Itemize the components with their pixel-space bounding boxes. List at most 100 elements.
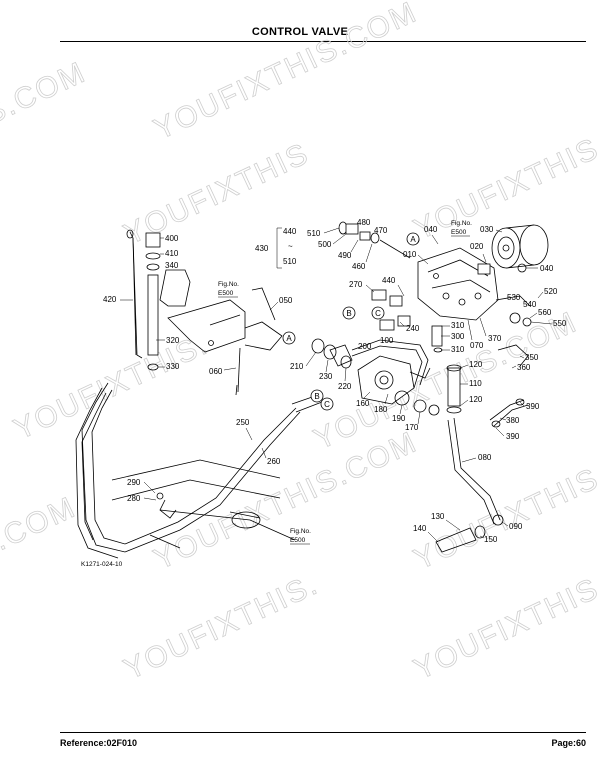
part-label: 210 bbox=[290, 362, 304, 371]
part-label: 180 bbox=[374, 405, 388, 414]
part-label: 050 bbox=[279, 296, 293, 305]
part-label: 370 bbox=[488, 334, 502, 343]
part-label: 390 bbox=[506, 432, 520, 441]
part-label: 240 bbox=[406, 324, 420, 333]
part-label: 060 bbox=[209, 367, 223, 376]
range-tilde: ~ bbox=[288, 242, 293, 251]
callout-circle-a bbox=[406, 232, 420, 246]
part-label: 320 bbox=[166, 336, 180, 345]
control-valve-body bbox=[417, 247, 499, 321]
pipe-080 bbox=[435, 364, 504, 553]
part-label: 170 bbox=[405, 423, 419, 432]
part-label: 010 bbox=[403, 250, 417, 259]
part-label: 110 bbox=[469, 379, 482, 388]
part-label: 360 bbox=[517, 363, 531, 372]
range-ref: 430 bbox=[255, 244, 269, 253]
part-label: 530 bbox=[507, 293, 521, 302]
part-label: 190 bbox=[392, 414, 406, 423]
rear-housing bbox=[111, 459, 296, 549]
pipe-380 bbox=[489, 344, 529, 428]
part-label: 100 bbox=[380, 336, 394, 345]
part-label: 280 bbox=[127, 494, 141, 503]
fig-ref-number: E500 bbox=[218, 290, 234, 297]
part-label: 070 bbox=[470, 341, 484, 350]
watermark: YOUFIXTHIS.COM bbox=[149, 0, 422, 146]
range-bracket: 440 ~ 510 430 bbox=[255, 227, 297, 269]
gear-pump bbox=[329, 344, 431, 405]
fig-ref-number: E500 bbox=[451, 229, 467, 236]
part-label: 120 bbox=[469, 360, 483, 369]
figure-code: K1271-024-10 bbox=[81, 561, 123, 568]
top-fittings bbox=[338, 221, 420, 259]
watermark: YOUFIXTHIS. bbox=[119, 568, 324, 687]
watermark-layer: S.COM YOUFIXTHIS.COM YOUFIXTHIS YOUFIXTH… bbox=[0, 0, 600, 687]
part-label: 030 bbox=[480, 225, 494, 234]
range-to: 510 bbox=[283, 257, 297, 266]
part-label: 400 bbox=[165, 234, 179, 243]
fig-ref-label: Fig.No. bbox=[290, 528, 311, 535]
footer-divider bbox=[60, 732, 586, 733]
pipe-100 bbox=[351, 339, 429, 389]
figure-references: Fig.No. E500 Fig.No. E500 Fig.No. E500 bbox=[218, 220, 472, 545]
part-label: 160 bbox=[356, 399, 370, 408]
watermark: YOUFIXTHIS. bbox=[9, 328, 214, 447]
pump-fittings bbox=[311, 338, 440, 416]
reference-number: Reference:02F010 bbox=[60, 738, 138, 748]
part-label: 150 bbox=[484, 535, 498, 544]
part-label: 350 bbox=[525, 353, 539, 362]
part-label: 390 bbox=[526, 402, 540, 411]
callout-letter: A bbox=[286, 334, 292, 343]
part-label: 500 bbox=[318, 240, 332, 249]
part-label: 230 bbox=[319, 372, 333, 381]
middle-fittings bbox=[371, 289, 443, 353]
part-label: 470 bbox=[374, 226, 388, 235]
part-label: 090 bbox=[509, 522, 523, 531]
callout-letter: B bbox=[314, 392, 319, 401]
part-label: 420 bbox=[103, 295, 117, 304]
watermark: YOUFIXTHIS.COM bbox=[309, 305, 582, 456]
part-label: 490 bbox=[338, 251, 352, 260]
part-label: 330 bbox=[166, 362, 180, 371]
callout-letter: C bbox=[324, 400, 330, 409]
callout-circles: A A B C B C bbox=[282, 232, 420, 411]
part-label: 270 bbox=[349, 280, 363, 289]
part-label: 310 bbox=[451, 321, 465, 330]
watermark: S.COM bbox=[0, 491, 81, 567]
part-label: 200 bbox=[358, 342, 372, 351]
fig-ref-label: Fig.No. bbox=[218, 281, 239, 288]
fig-ref-label: Fig.No. bbox=[451, 220, 472, 227]
part-label: 220 bbox=[338, 382, 352, 391]
part-label: 520 bbox=[544, 287, 558, 296]
part-label: 460 bbox=[352, 262, 366, 271]
part-label: 080 bbox=[478, 453, 492, 462]
part-label: 260 bbox=[267, 457, 281, 466]
part-label: 290 bbox=[127, 478, 141, 487]
part-label: 020 bbox=[470, 242, 484, 251]
part-label: 510 bbox=[307, 229, 321, 238]
part-label: 300 bbox=[451, 332, 465, 341]
title-divider bbox=[60, 41, 586, 42]
oil-filter bbox=[491, 224, 549, 269]
callout-circle-c bbox=[371, 306, 385, 320]
part-label: 440 bbox=[382, 276, 396, 285]
callout-circle-b bbox=[342, 306, 356, 320]
callout-letter: C bbox=[375, 309, 381, 318]
part-label: 250 bbox=[236, 418, 250, 427]
part-label: 140 bbox=[413, 524, 427, 533]
part-label: 040 bbox=[540, 264, 554, 273]
fig-ref-number: E500 bbox=[290, 537, 306, 544]
callout-circle-a bbox=[282, 331, 296, 345]
callout-circle-b bbox=[310, 389, 324, 403]
range-from: 440 bbox=[283, 227, 297, 236]
part-label: 310 bbox=[451, 345, 465, 354]
part-label: 340 bbox=[165, 261, 179, 270]
watermark: YOUFIXTHIS.COM bbox=[149, 425, 422, 576]
part-label: 040 bbox=[424, 225, 438, 234]
part-label: 130 bbox=[431, 512, 445, 521]
part-label: 120 bbox=[469, 395, 483, 404]
callout-letter: A bbox=[410, 235, 416, 244]
part-label: 480 bbox=[357, 218, 371, 227]
watermark: S.COM bbox=[0, 56, 91, 132]
part-label: 380 bbox=[506, 416, 520, 425]
